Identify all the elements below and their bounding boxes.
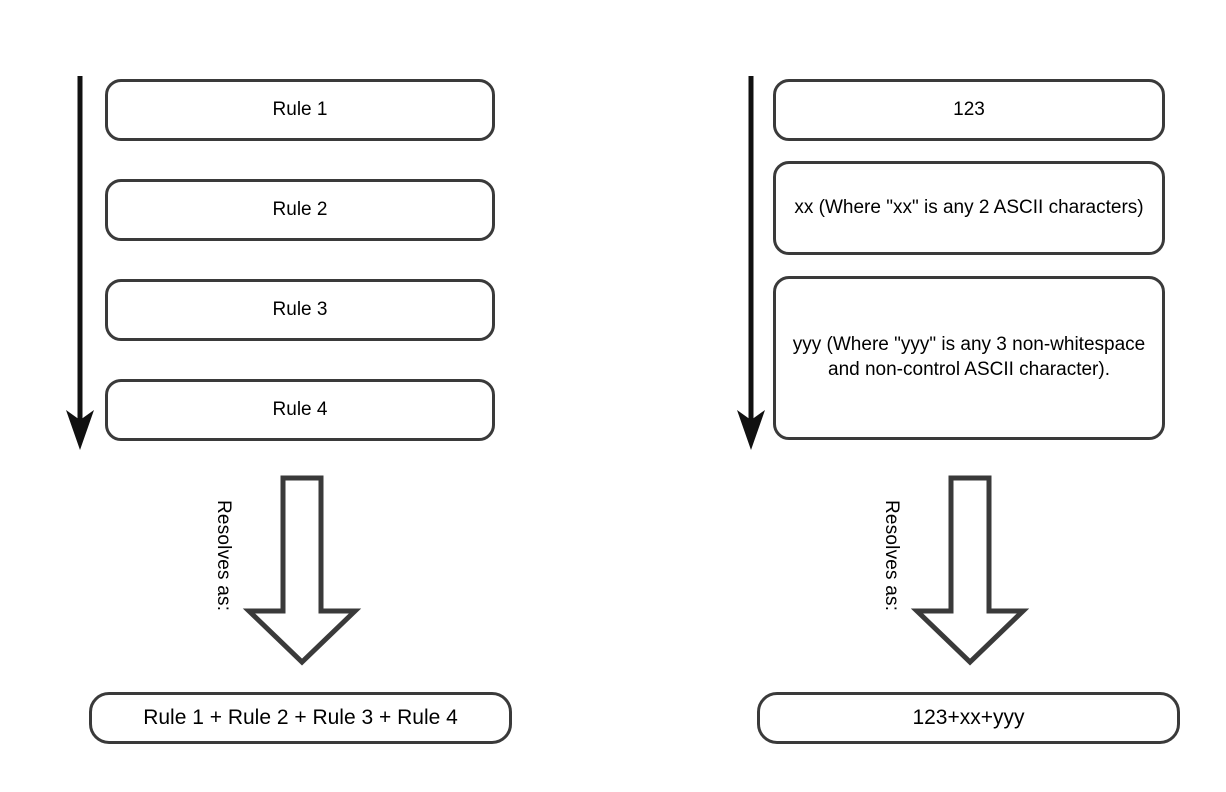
rule-box-right-3[interactable]: yyy (Where "yyy" is any 3 non-whitespace… [773, 276, 1165, 440]
result-box-right[interactable]: 123+xx+yyy [757, 692, 1180, 744]
result-box-left[interactable]: Rule 1 + Rule 2 + Rule 3 + Rule 4 [89, 692, 512, 744]
resolves-as-label-right: Resolves as: [881, 500, 902, 612]
sequence-arrow-left [66, 76, 94, 450]
resolves-block-arrow-left [242, 475, 362, 666]
resolves-as-label-left: Resolves as: [213, 500, 234, 612]
rule-box-left-1[interactable]: Rule 1 [105, 79, 495, 141]
rule-box-left-3-label: Rule 3 [272, 298, 328, 320]
rule-box-right-3-label: yyy (Where "yyy" is any 3 non-whitespace… [792, 334, 1146, 380]
rule-box-left-1-label: Rule 1 [272, 98, 328, 120]
result-box-left-label: Rule 1 + Rule 2 + Rule 3 + Rule 4 [143, 706, 458, 730]
rule-box-left-2[interactable]: Rule 2 [105, 179, 495, 241]
resolves-block-arrow-right [910, 475, 1030, 666]
rule-box-left-3[interactable]: Rule 3 [105, 279, 495, 341]
rule-box-right-2-label: xx (Where "xx" is any 2 ASCII characters… [794, 196, 1144, 218]
rule-box-left-2-label: Rule 2 [272, 198, 328, 220]
rule-box-left-4[interactable]: Rule 4 [105, 379, 495, 441]
rule-box-left-4-label: Rule 4 [272, 398, 328, 420]
result-box-right-label: 123+xx+yyy [912, 706, 1025, 730]
rule-box-right-2[interactable]: xx (Where "xx" is any 2 ASCII characters… [773, 161, 1165, 255]
rule-box-right-1-label: 123 [953, 98, 985, 120]
sequence-arrow-right [737, 76, 765, 450]
rule-box-right-1[interactable]: 123 [773, 79, 1165, 141]
